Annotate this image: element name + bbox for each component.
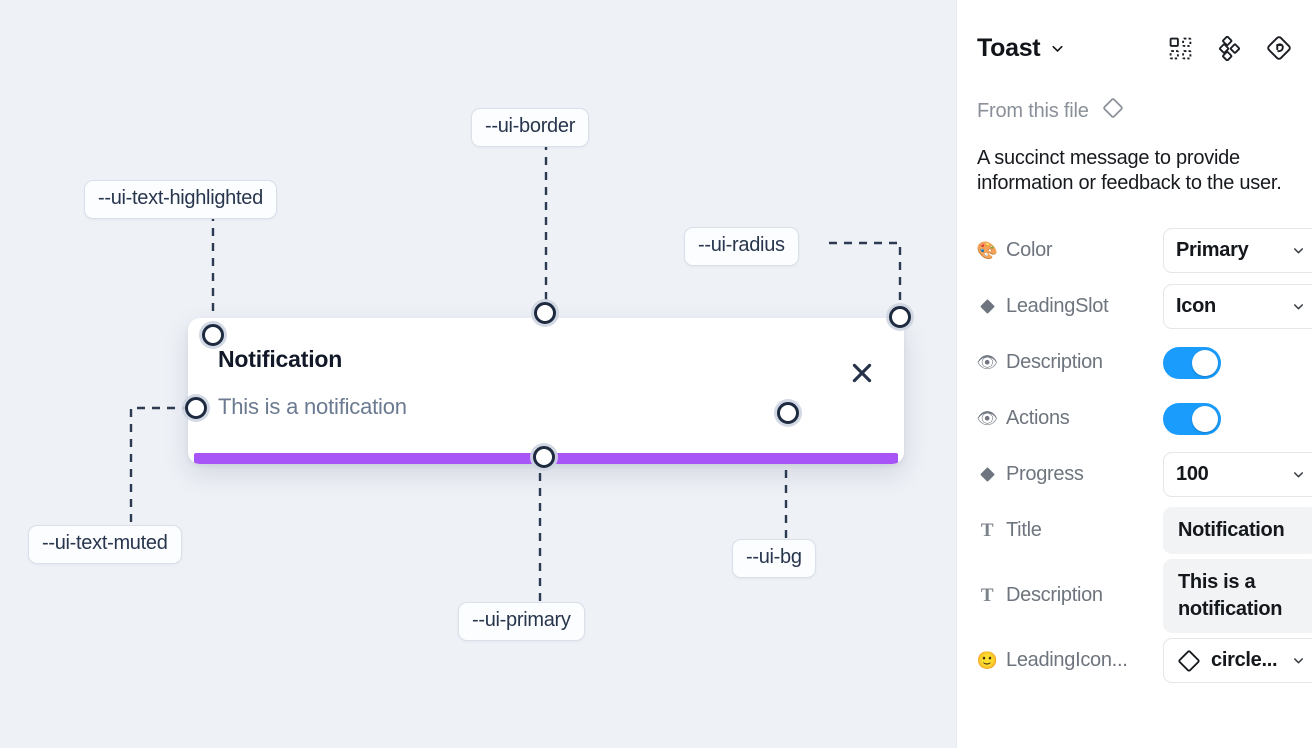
chevron-down-icon xyxy=(1291,467,1306,482)
property-name: Description xyxy=(1006,351,1103,374)
color-value: Primary xyxy=(1176,239,1249,262)
toggle-knob xyxy=(1192,405,1218,432)
toast-component-preview[interactable]: Notification This is a notification xyxy=(188,318,904,464)
anchor-dot-ui-text-highlighted[interactable] xyxy=(202,324,224,346)
property-label-leadingicon: 🙂 LeadingIcon... xyxy=(977,649,1163,672)
progress-value: 100 xyxy=(1176,463,1209,486)
panel-header-actions xyxy=(1168,35,1292,61)
diamond-icon xyxy=(1101,96,1125,126)
property-name: LeadingIcon... xyxy=(1006,649,1128,672)
callout-ui-radius[interactable]: --ui-radius xyxy=(684,227,799,266)
property-row-title: T Title Notification xyxy=(977,503,1312,559)
property-row-progress: Progress 100 xyxy=(977,447,1312,503)
source-label: From this file xyxy=(977,99,1089,122)
property-name: Progress xyxy=(1006,463,1084,486)
actions-toggle[interactable] xyxy=(1163,402,1221,435)
eye-emoji-icon: 👁 xyxy=(977,353,998,373)
callout-ui-text-muted[interactable]: --ui-text-muted xyxy=(28,525,182,564)
chevron-down-icon[interactable] xyxy=(1049,40,1066,57)
progress-select[interactable]: 100 xyxy=(1163,452,1312,498)
description-input[interactable]: This is a notification xyxy=(1163,558,1312,633)
property-name: Actions xyxy=(1006,407,1070,430)
property-row-actions-toggle: 👁 Actions xyxy=(977,391,1292,447)
component-description: A succinct message to provide informatio… xyxy=(977,147,1282,195)
property-label-description-toggle: 👁 Description xyxy=(977,351,1163,374)
source-row[interactable]: From this file xyxy=(977,96,1292,126)
property-label-color: 🎨 Color xyxy=(977,239,1163,262)
smiley-emoji-icon: 🙂 xyxy=(977,651,998,671)
property-name: Title xyxy=(1006,519,1042,542)
description-toggle[interactable] xyxy=(1163,346,1221,379)
color-select[interactable]: Primary xyxy=(1163,228,1312,274)
property-name: Color xyxy=(1006,239,1053,262)
chevron-down-icon xyxy=(1291,243,1306,258)
diamond-outline-icon xyxy=(1176,648,1202,674)
property-row-leadingicon: 🙂 LeadingIcon... circle... xyxy=(977,633,1312,689)
property-row-color: 🎨 Color Primary xyxy=(977,223,1312,279)
callout-ui-border[interactable]: --ui-border xyxy=(471,108,590,147)
diamond-icon xyxy=(977,298,997,315)
property-name: LeadingSlot xyxy=(1006,295,1109,318)
properties-panel: Toast xyxy=(956,0,1312,748)
leadingicon-value: circle... xyxy=(1211,649,1278,672)
text-icon: T xyxy=(980,585,994,607)
text-icon: T xyxy=(980,520,994,542)
property-label-actions-toggle: 👁 Actions xyxy=(977,407,1163,430)
toast-description: This is a notification xyxy=(218,394,407,419)
property-row-leadingslot: LeadingSlot Icon xyxy=(977,279,1312,335)
leadingicon-select[interactable]: circle... xyxy=(1163,638,1312,684)
property-row-description-text: T Description This is a notification xyxy=(977,558,1312,633)
callout-ui-primary[interactable]: --ui-primary xyxy=(458,602,585,641)
property-label-title: T Title xyxy=(977,519,1163,542)
title-input[interactable]: Notification xyxy=(1163,507,1312,555)
toast-title: Notification xyxy=(218,346,343,372)
diamond-icon xyxy=(977,466,997,483)
chevron-down-icon xyxy=(1291,299,1306,314)
anchor-dot-ui-text-muted[interactable] xyxy=(185,397,207,419)
callout-ui-bg[interactable]: --ui-bg xyxy=(732,539,816,578)
chevron-down-icon xyxy=(1291,653,1306,668)
property-row-description-toggle: 👁 Description xyxy=(977,335,1292,391)
leadingslot-value: Icon xyxy=(1176,295,1216,318)
close-icon[interactable] xyxy=(849,360,875,386)
anchor-dot-ui-bg[interactable] xyxy=(777,402,799,424)
eye-emoji-icon: 👁 xyxy=(977,409,998,429)
anchor-dot-ui-border[interactable] xyxy=(534,302,556,324)
design-canvas[interactable]: Notification This is a notification --ui… xyxy=(0,0,956,748)
property-label-leadingslot: LeadingSlot xyxy=(977,295,1163,318)
palette-emoji-icon: 🎨 xyxy=(977,241,998,261)
property-label-description-text: T Description xyxy=(977,584,1163,607)
callout-ui-text-highlighted[interactable]: --ui-text-highlighted xyxy=(84,180,277,219)
anchor-dot-ui-primary[interactable] xyxy=(533,446,555,468)
panel-header: Toast xyxy=(977,0,1292,96)
property-label-progress: Progress xyxy=(977,463,1163,486)
leadingslot-select[interactable]: Icon xyxy=(1163,284,1312,330)
reset-instance-icon[interactable] xyxy=(1266,35,1292,61)
component-set-icon[interactable] xyxy=(1168,36,1193,61)
anchor-dot-ui-radius[interactable] xyxy=(889,306,911,328)
variants-icon[interactable] xyxy=(1217,35,1242,61)
panel-title: Toast xyxy=(977,33,1041,62)
property-name: Description xyxy=(1006,584,1103,607)
toggle-knob xyxy=(1192,349,1218,376)
